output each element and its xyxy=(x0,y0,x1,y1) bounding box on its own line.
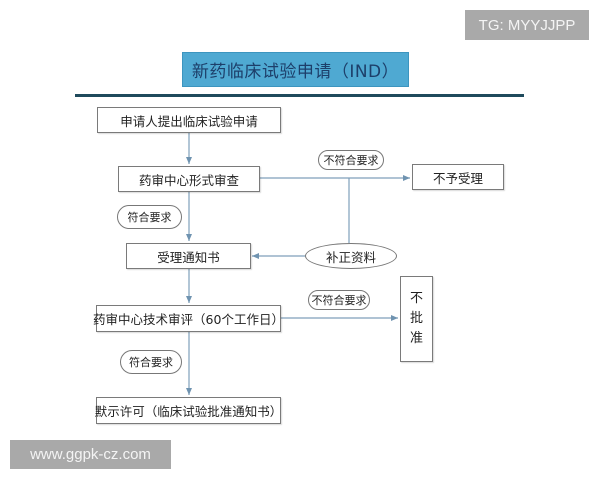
label-formal-pass: 符合要求 xyxy=(117,205,182,229)
label-tech-pass: 符合要求 xyxy=(120,350,182,374)
not-approved-char-2: 批 xyxy=(409,311,423,326)
node-apply: 申请人提出临床试验申请 xyxy=(97,107,281,133)
title-divider xyxy=(75,94,524,97)
node-reject-accept: 不予受理 xyxy=(412,164,504,190)
label-formal-fail: 不符合要求 xyxy=(318,150,384,170)
watermark-top-right: TG: MYYJJPP xyxy=(465,10,589,40)
node-supplement: 补正资料 xyxy=(305,243,397,269)
diagram-title: 新药临床试验申请（IND） xyxy=(182,52,409,87)
node-not-approved: 不 批 准 xyxy=(400,276,433,362)
node-implied-approval: 默示许可（临床试验批准通知书） xyxy=(95,397,282,424)
node-acceptance-notice: 受理通知书 xyxy=(126,243,251,269)
node-tech-review: 药审中心技术审评（60个工作日） xyxy=(93,305,284,332)
watermark-bottom-left: www.ggpk-cz.com xyxy=(10,440,171,469)
label-tech-fail: 不符合要求 xyxy=(308,290,370,310)
not-approved-char-1: 不 xyxy=(409,291,423,306)
not-approved-char-3: 准 xyxy=(409,331,423,346)
node-formal-review: 药审中心形式审查 xyxy=(118,166,260,192)
